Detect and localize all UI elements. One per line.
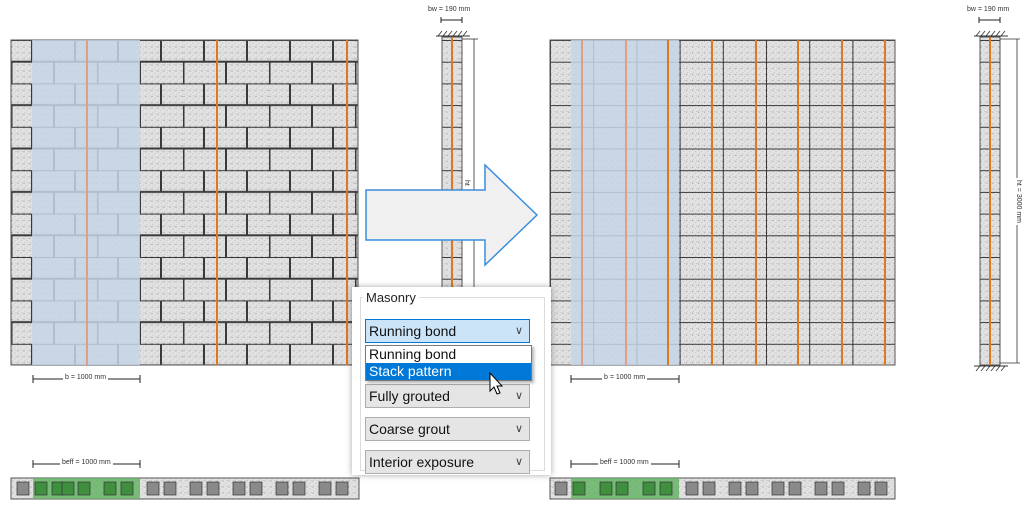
- exposure-value: Interior exposure: [369, 454, 475, 470]
- bond-pattern-value: Running bond: [369, 323, 457, 339]
- left-section-width-label: bw = 190 mm: [426, 6, 473, 13]
- right-wall-section: [974, 17, 1020, 372]
- left-section-height-label: ht: [463, 178, 470, 188]
- mouse-cursor-icon: [489, 371, 504, 395]
- chevron-down-icon: ∨: [514, 390, 523, 402]
- bond-pattern-dropdown: Running bond Stack pattern: [365, 345, 532, 381]
- grouting-value: Fully grouted: [369, 388, 450, 404]
- left-wall-elevation: [10, 39, 359, 366]
- right-wall-elevation: [549, 39, 896, 366]
- left-plan-width-label: beff = 1000 mm: [60, 459, 113, 466]
- chevron-down-icon: ∨: [514, 423, 523, 435]
- right-plan-width-label: beff = 1000 mm: [598, 459, 651, 466]
- bond-pattern-combo[interactable]: Running bond ∨: [365, 319, 530, 343]
- left-width-label: b = 1000 mm: [63, 374, 109, 381]
- option-running-bond[interactable]: Running bond: [369, 346, 457, 362]
- transform-arrow: [365, 163, 539, 267]
- right-section-width-label: bw = 190 mm: [965, 6, 1012, 13]
- left-plan-view: [10, 460, 360, 500]
- masonry-group-label: Masonry: [363, 290, 419, 305]
- right-plan-view: [549, 460, 896, 500]
- right-section-height-label: ht = 3000 mm: [1015, 178, 1022, 225]
- exposure-combo[interactable]: Interior exposure ∨: [365, 450, 530, 474]
- chevron-down-icon: ∨: [514, 325, 523, 337]
- grouting-combo[interactable]: Fully grouted ∨: [365, 384, 530, 408]
- grout-type-value: Coarse grout: [369, 421, 450, 437]
- chevron-down-icon: ∨: [514, 456, 523, 468]
- masonry-options-panel: Masonry Running bond ∨ Fully grouted ∨ C…: [352, 287, 551, 475]
- right-width-label: b = 1000 mm: [602, 374, 648, 381]
- grout-type-combo[interactable]: Coarse grout ∨: [365, 417, 530, 441]
